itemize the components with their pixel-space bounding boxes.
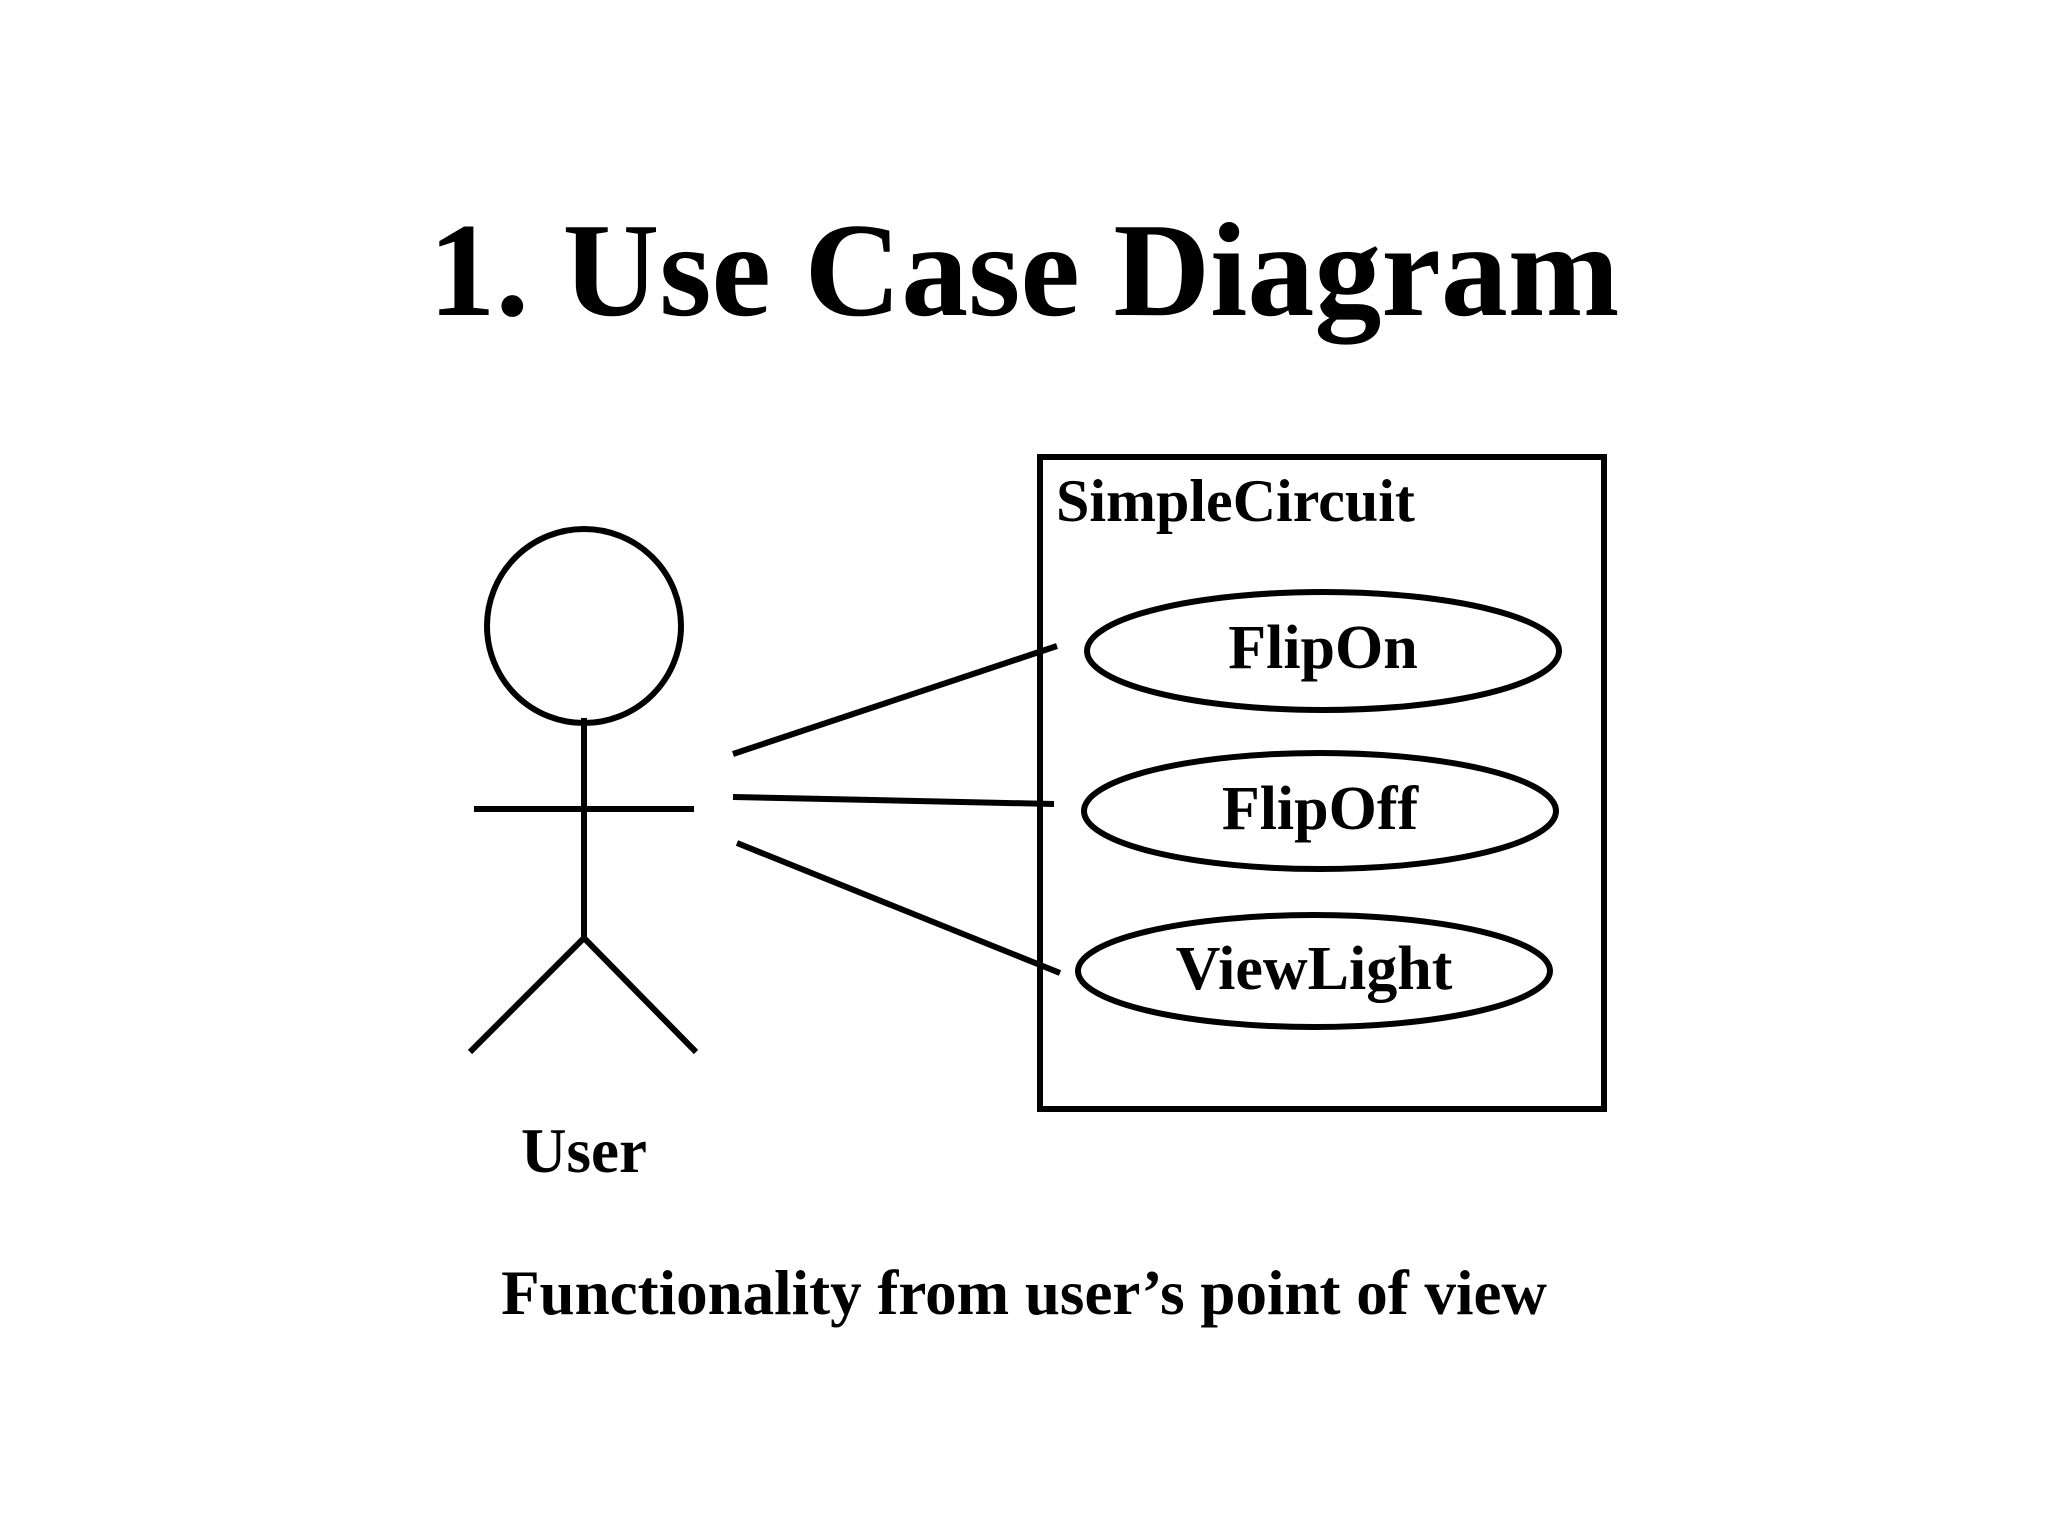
actor-user <box>467 526 699 1055</box>
actor-right-leg <box>581 935 699 1055</box>
use-case-flipoff: FlipOff <box>1081 750 1559 872</box>
use-case-label: ViewLight <box>1176 935 1453 1003</box>
use-case-label: FlipOn <box>1228 614 1418 682</box>
association-viewlight <box>735 840 1062 976</box>
system-label: SimpleCircuit <box>1056 468 1415 534</box>
slide-title: 1. Use Case Diagram <box>428 196 1620 344</box>
actor-head <box>484 526 684 726</box>
use-case-ellipse <box>1081 750 1559 872</box>
actor-left-leg <box>467 935 587 1055</box>
association-flipoff <box>732 794 1055 807</box>
use-case-flipon: FlipOn <box>1084 589 1562 713</box>
use-case-ellipse <box>1084 589 1562 713</box>
use-case-viewlight: ViewLight <box>1075 912 1553 1030</box>
use-case-label: FlipOff <box>1222 775 1420 843</box>
system-boundary <box>1037 454 1607 1112</box>
actor-label: User <box>521 1116 647 1186</box>
slide-caption: Functionality from user’s point of view <box>501 1258 1547 1328</box>
association-flipon <box>732 643 1058 757</box>
use-case-ellipse <box>1075 912 1553 1030</box>
associations <box>732 643 1062 976</box>
